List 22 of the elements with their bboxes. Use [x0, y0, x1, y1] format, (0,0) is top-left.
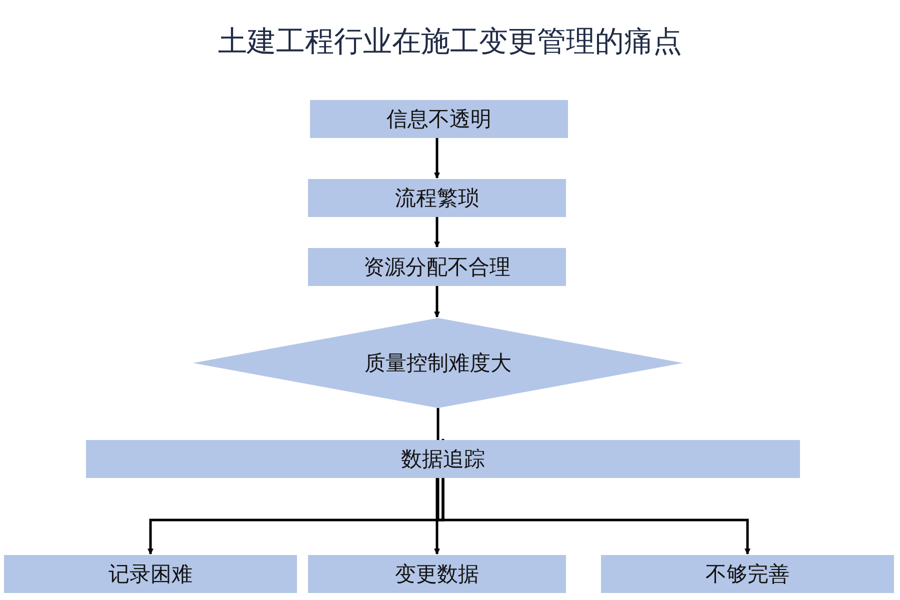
process-box	[308, 555, 566, 593]
box-label: 流程繁琐	[395, 185, 479, 212]
decision-diamond	[193, 318, 683, 408]
box-label: 记录困难	[108, 561, 192, 588]
box-label: 变更数据	[395, 561, 479, 588]
process-box	[308, 179, 566, 217]
process-box	[86, 440, 800, 478]
process-box	[310, 100, 568, 138]
box-label: 资源分配不合理	[364, 254, 510, 281]
box-label: 信息不透明	[386, 106, 492, 133]
arrow	[434, 217, 440, 248]
arrow	[434, 478, 440, 555]
arrow	[434, 138, 440, 179]
arrow	[434, 286, 440, 318]
box-label: 不够完善	[706, 561, 790, 588]
box-label: 质量控制难度大	[364, 350, 512, 377]
title: 土建工程行业在施工变更管理的痛点	[217, 23, 683, 60]
box-label: 数据追踪	[401, 446, 485, 473]
process-box	[4, 555, 297, 593]
arrow	[442, 478, 750, 555]
process-box	[601, 555, 894, 593]
process-box	[308, 248, 566, 286]
